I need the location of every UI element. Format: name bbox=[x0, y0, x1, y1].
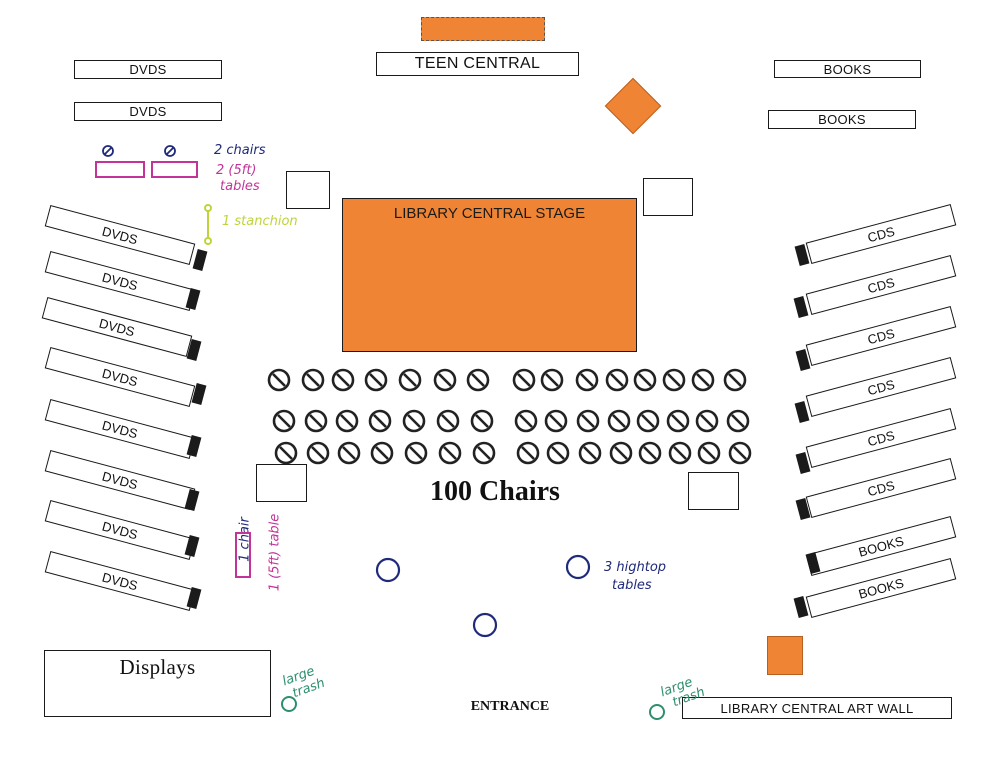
top-orange-strip bbox=[421, 17, 545, 41]
entrance-label: ENTRANCE bbox=[470, 699, 550, 714]
shelf-dvds-top-2: DVDS bbox=[74, 102, 222, 121]
chair bbox=[331, 368, 355, 392]
square-stand-mid-left bbox=[256, 464, 307, 502]
shelf-label: DVDS bbox=[129, 104, 167, 119]
art-wall-box: LIBRARY CENTRAL ART WALL bbox=[682, 697, 952, 719]
chair bbox=[666, 409, 690, 433]
chair bbox=[364, 368, 388, 392]
trash-can bbox=[649, 704, 665, 720]
chair bbox=[274, 441, 298, 465]
chair bbox=[638, 441, 662, 465]
shelf-label: BOOKS bbox=[818, 112, 866, 127]
displays-box: Displays bbox=[44, 650, 271, 717]
chair bbox=[404, 441, 428, 465]
chair bbox=[402, 409, 426, 433]
chair bbox=[697, 441, 721, 465]
hightop-table bbox=[565, 554, 591, 580]
chair bbox=[466, 368, 490, 392]
chair bbox=[695, 409, 719, 433]
chair bbox=[578, 441, 602, 465]
folding-table-vertical bbox=[235, 532, 251, 578]
folding-table bbox=[151, 161, 198, 178]
chair bbox=[607, 409, 631, 433]
chair bbox=[633, 368, 657, 392]
shelf-books-top-1: BOOKS bbox=[774, 60, 921, 78]
chairs-count-label: 100 Chairs bbox=[430, 476, 560, 507]
stage-label: LIBRARY CENTRAL STAGE bbox=[393, 205, 586, 222]
annotation-2-chairs: 2 chairs bbox=[214, 143, 266, 158]
chair bbox=[540, 368, 564, 392]
chair bbox=[370, 441, 394, 465]
teen-central-label: TEEN CENTRAL bbox=[414, 55, 541, 72]
chair bbox=[668, 441, 692, 465]
shelf-label: BOOKS bbox=[823, 61, 872, 77]
square-stand-top-right bbox=[643, 178, 693, 216]
orange-square-display bbox=[767, 636, 803, 675]
chair bbox=[306, 441, 330, 465]
chair bbox=[514, 409, 538, 433]
folding-table bbox=[95, 161, 145, 178]
trash-can bbox=[281, 696, 297, 712]
chair bbox=[472, 441, 496, 465]
shelf-books-top-2: BOOKS bbox=[768, 110, 916, 129]
square-stand-top-left bbox=[286, 171, 330, 209]
chair bbox=[609, 441, 633, 465]
chair bbox=[691, 368, 715, 392]
chair bbox=[470, 409, 494, 433]
chair-marker bbox=[102, 145, 114, 157]
chair bbox=[335, 409, 359, 433]
chair bbox=[304, 409, 328, 433]
chair bbox=[726, 409, 750, 433]
annotation-hightop-a: 3 hightop bbox=[604, 560, 667, 575]
chair bbox=[636, 409, 660, 433]
chair-marker bbox=[164, 145, 176, 157]
art-wall-label: LIBRARY CENTRAL ART WALL bbox=[720, 700, 914, 716]
annotation-2-tables-b: tables bbox=[220, 179, 260, 194]
chair bbox=[605, 368, 629, 392]
shelf-dvds-top-1: DVDS bbox=[74, 60, 222, 79]
chair bbox=[728, 441, 752, 465]
shelf-label: DVDS bbox=[129, 62, 167, 77]
annotation-hightop-b: tables bbox=[612, 578, 652, 593]
chair bbox=[516, 441, 540, 465]
annotation-stanchion: 1 stanchion bbox=[222, 214, 298, 229]
hightop-table bbox=[375, 557, 401, 583]
chair bbox=[576, 409, 600, 433]
displays-label: Displays bbox=[119, 655, 196, 679]
chair bbox=[544, 409, 568, 433]
chair bbox=[368, 409, 392, 433]
chair bbox=[337, 441, 361, 465]
stanchion bbox=[204, 204, 212, 245]
audience-chairs bbox=[267, 368, 752, 465]
teen-central-box: TEEN CENTRAL bbox=[376, 52, 579, 76]
chair bbox=[436, 409, 460, 433]
chair bbox=[662, 368, 686, 392]
chair bbox=[398, 368, 422, 392]
chair bbox=[438, 441, 462, 465]
library-central-stage: LIBRARY CENTRAL STAGE bbox=[342, 198, 637, 352]
hightop-table bbox=[472, 612, 498, 638]
chair bbox=[512, 368, 536, 392]
chair bbox=[575, 368, 599, 392]
chair bbox=[301, 368, 325, 392]
chair bbox=[272, 409, 296, 433]
square-stand-mid-right bbox=[688, 472, 739, 510]
chair bbox=[433, 368, 457, 392]
chair bbox=[267, 368, 291, 392]
chair bbox=[546, 441, 570, 465]
chair bbox=[723, 368, 747, 392]
annotation-2-tables-a: 2 (5ft) bbox=[216, 163, 257, 178]
